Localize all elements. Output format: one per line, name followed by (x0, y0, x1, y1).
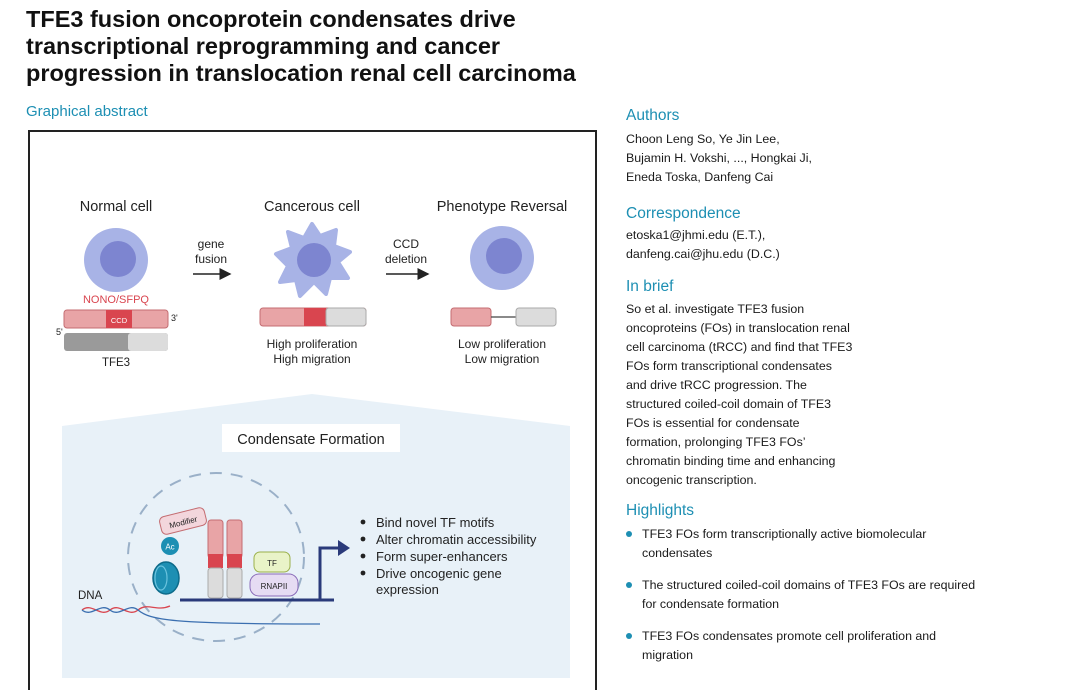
highlights-heading: Highlights (626, 502, 695, 519)
bullet-dot-4 (360, 570, 366, 576)
correspondence-list: etoska1@jhmi.edu (E.T.), danfeng.cai@jhu… (626, 226, 780, 264)
rnapii-label: RNAPII (261, 582, 288, 591)
rnapii-box (249, 573, 299, 597)
highlight-1-line-1: TFE3 FOs form transcriptionally active b… (642, 527, 927, 541)
tfe3-bar-end (128, 333, 168, 351)
authors-list: Choon Leng So, Ye Jin Lee, Bujamin H. Vo… (626, 130, 812, 187)
in-brief-line-6: structured coiled-coil domain of TFE3 (626, 397, 831, 411)
cancer-phenotype-2: High migration (273, 352, 350, 366)
condensate-boundary (127, 472, 305, 642)
cancer-phenotype-1: High proliferation (267, 337, 358, 351)
in-brief-line-1: So et al. investigate TFE3 fusion (626, 302, 805, 316)
highlight-3-line-1: TFE3 FOs condensates promote cell prolif… (642, 629, 937, 643)
graphical-abstract-svg: Normal cell Cancerous cell Phenotype Rev… (56, 199, 570, 678)
highlight-2-line-1: The structured coiled-coil domains of TF… (642, 578, 976, 592)
bullet-dot-2 (360, 536, 366, 542)
effect-2: Alter chromatin accessibility (376, 532, 537, 547)
stage-phenotype-reversal: Phenotype Reversal (437, 199, 568, 215)
stage-cancerous-cell: Cancerous cell (264, 199, 360, 215)
effect-4-line-1: Drive oncogenic gene (376, 566, 502, 581)
in-brief-line-8: formation, prolonging TFE3 FOs’ (626, 435, 806, 449)
effect-1: Bind novel TF motifs (376, 515, 495, 530)
dna-label: DNA (78, 590, 103, 602)
nucleosome-icon (152, 561, 180, 595)
highlight-2-line-2: for condensate formation (642, 597, 780, 611)
authors-heading: Authors (626, 107, 680, 124)
tfe3-fusion-dimer (207, 519, 243, 599)
effect-4-line-2: expression (376, 582, 439, 597)
authors-line-3: Eneda Toska, Danfeng Cai (626, 170, 774, 184)
in-brief-line-9: chromatin binding time and enhancing (626, 454, 836, 468)
in-brief-line-5: and drive tRCC progression. The (626, 378, 807, 392)
title-line-2: transcriptional reprogramming and cancer (26, 33, 501, 59)
highlight-1-line-2: condensates (642, 546, 713, 560)
highlight-3-line-2: migration (642, 648, 693, 662)
highlight-bullet-1 (626, 531, 632, 537)
highlight-bullet-3 (626, 633, 632, 639)
ccd-label: CCD (111, 316, 128, 325)
reversal-cell-icon (470, 226, 534, 290)
correspondence-heading: Correspondence (626, 205, 741, 222)
cancerous-cell-icon (274, 222, 352, 298)
article-title: TFE3 fusion oncoprotein condensates driv… (26, 6, 706, 87)
title-line-1: TFE3 fusion oncoprotein condensates driv… (26, 6, 516, 32)
arrow1-label-gene: gene (198, 237, 225, 251)
in-brief-text: So et al. investigate TFE3 fusion oncopr… (626, 300, 852, 490)
arrow2-label-deletion: deletion (385, 252, 427, 266)
tf-label: TF (267, 559, 277, 568)
in-brief-line-3: cell carcinoma (tRCC) and find that TFE3 (626, 340, 853, 354)
three-prime-label: 3' (171, 313, 178, 323)
effect-3: Form super-enhancers (376, 549, 508, 564)
tf-box (253, 551, 291, 573)
normal-cell-icon (84, 228, 148, 292)
in-brief-line-4: FOs form transcriptional condensates (626, 359, 832, 373)
ac-label: Ac (165, 543, 174, 552)
in-brief-heading: In brief (626, 278, 674, 295)
title-line-3: progression in translocation renal cell … (26, 60, 576, 86)
fusion-tfe3-part (325, 307, 367, 327)
correspondence-email-1[interactable]: etoska1@jhmi.edu (E.T.), (626, 228, 766, 242)
modifier-box (159, 507, 207, 535)
authors-line-1: Choon Leng So, Ye Jin Lee, (626, 132, 780, 146)
ccd-deleted-bar-left (450, 307, 492, 327)
stage-normal-cell: Normal cell (80, 199, 153, 215)
in-brief-line-7: FOs is essential for condensate (626, 416, 800, 430)
highlight-bullet-2 (626, 582, 632, 588)
condensate-panel (62, 394, 570, 678)
authors-line-2: Bujamin H. Vokshi, ..., Hongkai Ji, (626, 151, 812, 165)
tss-arrow (318, 546, 340, 600)
five-prime-label: 5' (56, 327, 63, 337)
reversal-phenotype-1: Low proliferation (458, 337, 546, 351)
reversal-phenotype-2: Low migration (465, 352, 540, 366)
arrow1-label-fusion: fusion (195, 252, 227, 266)
fusion-ccd-domain (304, 308, 326, 326)
fusion-partner-label: NONO/SFPQ (83, 294, 149, 306)
correspondence-email-2[interactable]: danfeng.cai@jhu.edu (D.C.) (626, 247, 780, 261)
acetylation-mark (161, 537, 179, 555)
condensate-effects-list: Bind novel TF motifs Alter chromatin acc… (360, 515, 537, 597)
in-brief-line-10: oncogenic transcription. (626, 473, 757, 487)
graphical-abstract-figure: Normal cell Cancerous cell Phenotype Rev… (28, 130, 597, 690)
tfe3-label: TFE3 (102, 357, 130, 369)
dna-strand-blue (81, 607, 321, 625)
ccd-domain (106, 310, 132, 328)
condensate-title: Condensate Formation (237, 432, 385, 448)
condensate-title-box (222, 424, 400, 452)
bullet-dot-3 (360, 553, 366, 559)
tss-arrowhead (338, 540, 350, 556)
bullet-dot-1 (360, 519, 366, 525)
ccd-deleted-bar-right (515, 307, 557, 327)
graphical-abstract-label: Graphical abstract (26, 103, 148, 120)
arrow2-label-ccd: CCD (393, 237, 419, 251)
in-brief-line-2: oncoproteins (FOs) in translocation rena… (626, 321, 850, 335)
